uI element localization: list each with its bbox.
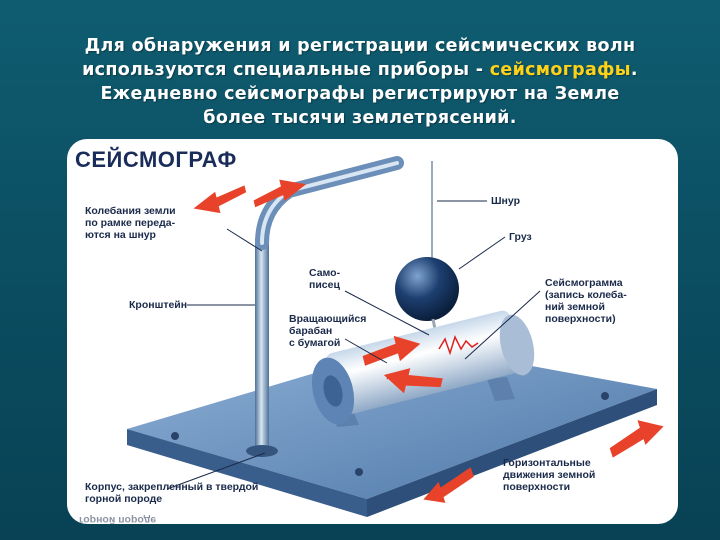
heading-line-2: используются специальные приборы - сейсм… <box>30 58 690 82</box>
heading-line-3: Ежедневно сейсмографы регистрируют на Зе… <box>30 82 690 106</box>
label-bracket: Кронштейн <box>129 299 187 311</box>
heading-line-1: Для обнаружения и регистрации сейсмическ… <box>30 34 690 58</box>
heading-highlight-seismographs: сейсмографы <box>490 60 631 80</box>
label-body: Корпус, закрепленный в твердой горной по… <box>85 481 258 505</box>
heading-line-4: более тысячи землетрясений. <box>30 106 690 130</box>
label-drum: Вращающийся барабан с бумагой <box>289 313 366 349</box>
label-vibrations: Колебания земли по рамке переда- ются на… <box>85 205 176 241</box>
label-seismogram: Сейсмограмма (запись колеба- ний земной … <box>545 277 627 325</box>
figure-title: СЕЙСМОГРАФ <box>75 147 237 173</box>
label-weight: Груз <box>509 231 532 243</box>
label-cord: Шнур <box>491 195 520 207</box>
weight-ball <box>395 257 459 321</box>
heading-line-2-suffix: . <box>631 60 638 80</box>
seismograph-illustration: СЕЙСМОГРАФ Колебания земли по рамке пере… <box>67 139 678 524</box>
slide-heading: Для обнаружения и регистрации сейсмическ… <box>30 34 690 130</box>
heading-line-2-prefix: используются специальные приборы - <box>82 60 490 80</box>
label-pen: Само- писец <box>309 267 340 291</box>
label-horizontal-motion: Горизонтальные движения земной поверхнос… <box>503 457 595 493</box>
label-body-reflection: горной породе <box>79 514 156 524</box>
